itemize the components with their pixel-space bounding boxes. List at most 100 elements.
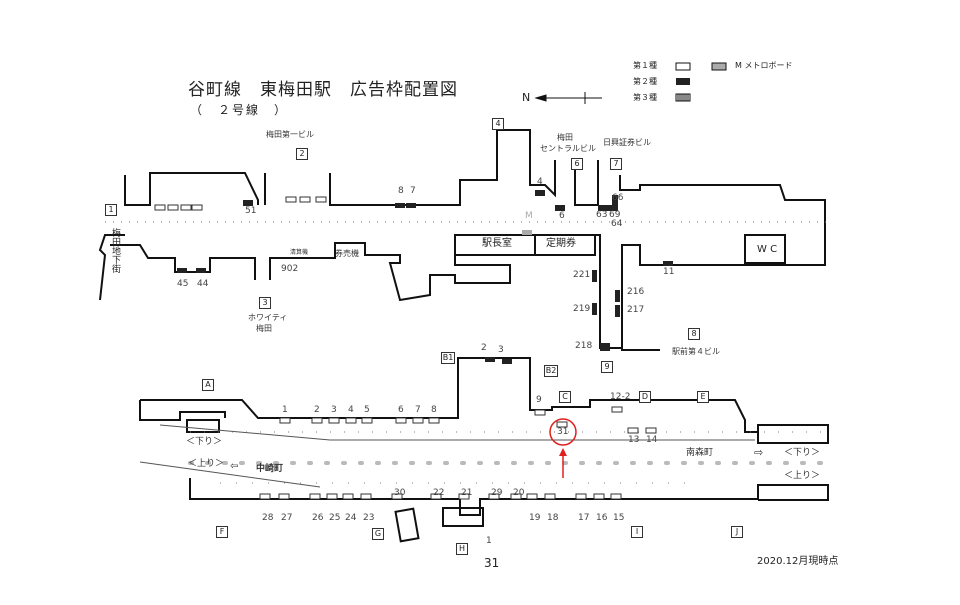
exit-6[interactable]: 6 <box>571 158 583 170</box>
ad-panel <box>311 417 323 424</box>
place-chikagai: 梅田地下街 <box>110 228 120 273</box>
type1-icon <box>675 62 691 71</box>
room-ticket: 券売機 <box>335 249 359 258</box>
exit-G[interactable]: G <box>372 528 384 540</box>
ad-number: 13 <box>628 435 640 445</box>
exit-D[interactable]: D <box>639 391 651 403</box>
direction-down-left: ＜下り＞ <box>186 437 223 447</box>
left-arrow-icon: ⇦ <box>230 461 239 472</box>
place-whity: ホワイティ <box>248 313 288 322</box>
ad-panel <box>645 427 657 434</box>
ad-panel <box>458 493 470 500</box>
place-umeda-daiichi: 梅田第一ビル <box>266 130 314 139</box>
ad-number: 23 <box>363 513 375 523</box>
ad-number: 15 <box>613 513 625 523</box>
walls <box>98 129 829 543</box>
exit-3[interactable]: 3 <box>259 297 271 309</box>
ad-number: 69 <box>609 210 621 220</box>
ad-number: 3 <box>498 345 504 355</box>
type2-icon <box>676 78 690 85</box>
ad-panel <box>556 421 568 428</box>
ad-panel <box>428 417 440 424</box>
highlight-circle <box>549 418 577 446</box>
ad-number: 14 <box>646 435 658 445</box>
ad-number: 51 <box>245 206 257 216</box>
highlight <box>549 418 577 478</box>
ad-number: 2 <box>314 405 320 415</box>
ad-panel <box>326 493 338 500</box>
ad-number: 1 <box>486 536 492 546</box>
ad-number: 4 <box>537 177 543 187</box>
exit-E[interactable]: E <box>697 391 709 403</box>
metro-board-panel <box>522 230 532 235</box>
exit-2[interactable]: 2 <box>296 148 308 160</box>
ad-number: 11 <box>663 267 675 277</box>
page-title: 谷町線 東梅田駅 広告枠配置図 <box>188 80 458 100</box>
exit-J[interactable]: J <box>731 526 743 538</box>
exit-4[interactable]: 4 <box>492 118 504 130</box>
ad-number: 219 <box>573 304 591 314</box>
ad-panel <box>315 196 327 203</box>
page-number: 31 <box>484 556 500 570</box>
legend-metro: M メトロボード <box>735 61 793 70</box>
exit-H[interactable]: H <box>456 543 468 555</box>
ad-number: 7 <box>415 405 421 415</box>
room-wc: W C <box>757 244 778 255</box>
legend-icons <box>675 62 727 102</box>
ad-number: 8 <box>431 405 437 415</box>
ad-number: 902 <box>281 264 299 274</box>
ad-panel <box>610 493 622 500</box>
ad-number: 27 <box>281 513 293 523</box>
place-nikko: 日興証券ビル <box>603 138 651 147</box>
ad-number: 66 <box>612 193 624 203</box>
metro-board-icon <box>711 62 727 71</box>
ad-number: 29 <box>491 488 503 498</box>
ad-number: 22 <box>433 488 445 498</box>
legend-type2: 第２種 <box>633 77 657 86</box>
room-station-master: 駅長室 <box>482 238 512 249</box>
exit-I[interactable]: I <box>631 526 643 538</box>
ad-panel <box>278 493 290 500</box>
exit-8[interactable]: 8 <box>688 328 700 340</box>
right-arrow-icon: ⇨ <box>754 446 764 459</box>
legend-type3: 第３種 <box>633 93 657 102</box>
ad-number: 216 <box>627 287 645 297</box>
ad-number: 26 <box>312 513 324 523</box>
exit-B1[interactable]: B1 <box>441 352 455 364</box>
exit-A[interactable]: A <box>202 379 214 391</box>
north-label: N <box>522 91 531 104</box>
ad-panel <box>391 493 403 500</box>
ad-panel <box>279 417 291 424</box>
ad-number: 18 <box>547 513 559 523</box>
ad-number: 221 <box>573 270 591 280</box>
ad-number: 17 <box>578 513 590 523</box>
ad-panel <box>526 493 538 500</box>
ad-number: 31 <box>557 427 569 437</box>
ad-number: 64 <box>611 219 623 229</box>
ad-panel <box>342 493 354 500</box>
ad-panel <box>534 409 546 416</box>
type2-ad-panels <box>177 190 673 364</box>
exit-F[interactable]: F <box>216 526 228 538</box>
exit-1[interactable]: 1 <box>105 204 117 216</box>
ad-number: 1 <box>282 405 288 415</box>
ad-number: 63 <box>596 210 608 220</box>
ad-number: 5 <box>364 405 370 415</box>
exit-7[interactable]: 7 <box>610 158 622 170</box>
ad-panel <box>285 196 297 203</box>
place-umeda: 梅田 <box>557 133 573 142</box>
ad-number: 30 <box>394 488 406 498</box>
north-arrow-icon <box>534 92 602 104</box>
ad-number: 217 <box>627 305 645 315</box>
place-whity-umeda: 梅田 <box>256 324 272 333</box>
ad-panel <box>510 493 522 500</box>
ad-number: 2 <box>481 343 487 353</box>
label-minamimori: 南森町 <box>686 448 714 458</box>
exit-B2[interactable]: B2 <box>544 365 558 377</box>
ad-number: 45 <box>177 279 189 289</box>
ad-panel <box>575 493 587 500</box>
exit-C[interactable]: C <box>559 391 571 403</box>
ad-number: 6 <box>559 211 565 221</box>
exit-9[interactable]: 9 <box>601 361 613 373</box>
